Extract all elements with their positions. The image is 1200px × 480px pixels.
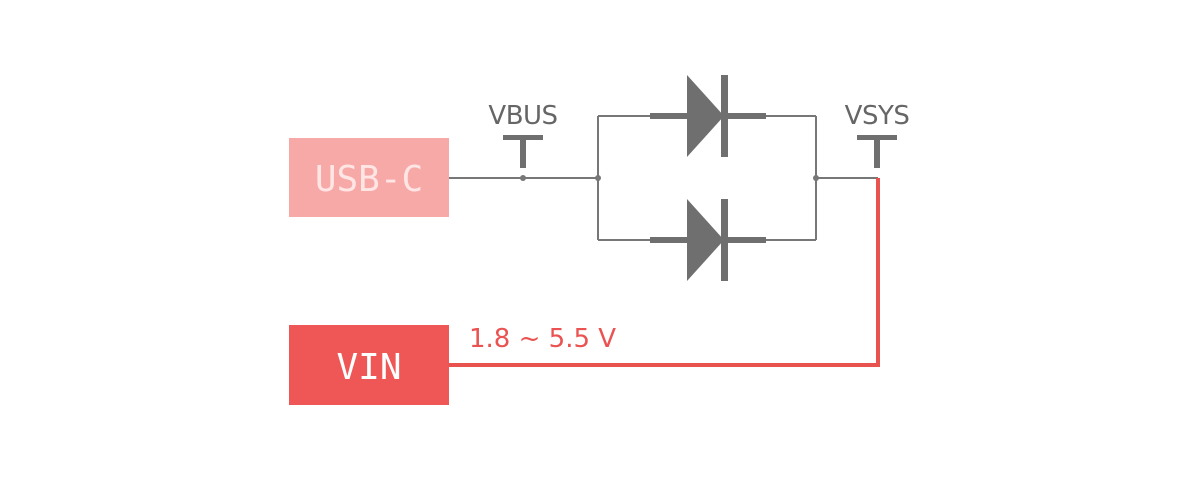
vbus-testpoint: VBUS — [488, 101, 558, 168]
diode-top-triangle — [687, 75, 724, 157]
vsys-testpoint: VSYS — [845, 101, 910, 168]
junctions — [520, 175, 819, 181]
vbus-testpoint-stem — [520, 138, 526, 168]
usb-c-box — [289, 138, 449, 217]
diode-bottom-triangle — [687, 199, 724, 281]
wire-vin-to-vsys — [449, 178, 880, 367]
diode-bottom-lead-left — [650, 237, 690, 243]
usb-c-label: USB-C — [315, 159, 423, 200]
vin-label: VIN — [336, 347, 401, 388]
vin-range-label: 1.8 ~ 5.5 V — [469, 324, 616, 354]
junction-branch-right — [813, 175, 819, 181]
junction-vbus — [520, 175, 526, 181]
vin-box — [289, 325, 449, 405]
usb-c-source: USB-C — [289, 138, 449, 217]
diode-top-lead-left — [650, 113, 690, 119]
vbus-testpoint-bar — [503, 135, 543, 140]
diode-top-lead-right — [726, 113, 766, 119]
diode-top-bar — [721, 75, 728, 157]
vsys-testpoint-bar — [857, 135, 897, 140]
junction-branch-left — [595, 175, 601, 181]
vsys-testpoint-stem — [874, 138, 880, 168]
diode-bottom-bar — [721, 199, 728, 281]
diode-bottom — [650, 199, 766, 281]
vbus-label: VBUS — [488, 101, 557, 131]
vsys-label: VSYS — [845, 101, 910, 131]
vin-source: VIN — [289, 325, 449, 405]
diode-bottom-lead-right — [726, 237, 766, 243]
diode-top — [650, 75, 766, 157]
